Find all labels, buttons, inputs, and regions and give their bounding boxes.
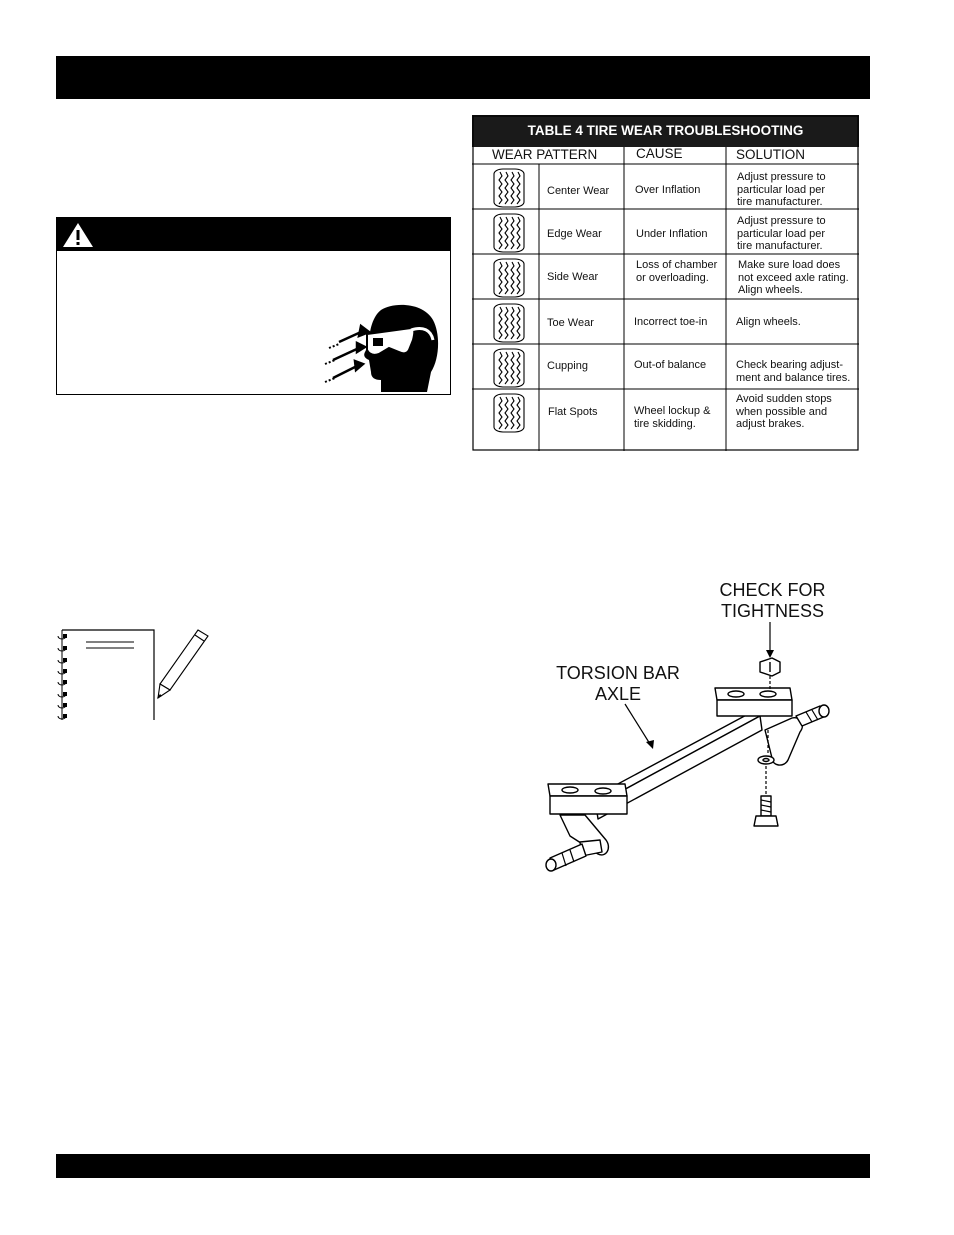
row-cause: Out-of balance bbox=[634, 359, 707, 371]
torsion-bar-axle-diagram bbox=[545, 622, 830, 872]
table-title: TABLE 4 TIRE WEAR TROUBLESHOOTING bbox=[527, 123, 804, 138]
tire-tread-icon bbox=[493, 393, 525, 433]
row-wear: Edge Wear bbox=[547, 228, 602, 240]
top-header-bar bbox=[56, 56, 870, 99]
tire-tread-icon bbox=[493, 213, 525, 253]
tire-wear-table: TABLE 4 TIRE WEAR TROUBLESHOOTING WEAR P… bbox=[472, 115, 859, 451]
table-grid bbox=[472, 115, 859, 451]
tire-tread-icon bbox=[493, 348, 525, 388]
row-solution: Align wheels. bbox=[736, 316, 801, 328]
row-cause: Over Inflation bbox=[635, 184, 701, 196]
tire-tread-icon bbox=[493, 258, 525, 298]
warning-header bbox=[57, 218, 450, 251]
row-wear: Side Wear bbox=[547, 271, 599, 283]
header-wear-pattern: WEAR PATTERN bbox=[492, 147, 598, 162]
row-wear: Toe Wear bbox=[547, 317, 594, 329]
row-cause: Wheel lockup &tire skidding. bbox=[634, 405, 711, 430]
warning-triangle-icon bbox=[63, 223, 93, 247]
safety-goggles-icon bbox=[324, 304, 439, 392]
notebook-pencil-icon bbox=[57, 629, 209, 720]
row-cause: Incorrect toe-in bbox=[634, 316, 708, 328]
warning-box bbox=[56, 217, 451, 395]
tire-tread-icon bbox=[493, 168, 525, 208]
row-cause: Under Inflation bbox=[636, 228, 708, 240]
header-solution: SOLUTION bbox=[736, 147, 806, 162]
row-wear: Cupping bbox=[547, 360, 588, 372]
bottom-footer-bar bbox=[56, 1154, 870, 1178]
header-cause: CAUSE bbox=[636, 146, 683, 161]
row-wear: Center Wear bbox=[547, 185, 610, 197]
tire-tread-icon bbox=[493, 303, 525, 343]
row-wear: Flat Spots bbox=[548, 406, 598, 418]
row-solution: Check bearing adjust-ment and balance ti… bbox=[736, 359, 851, 384]
